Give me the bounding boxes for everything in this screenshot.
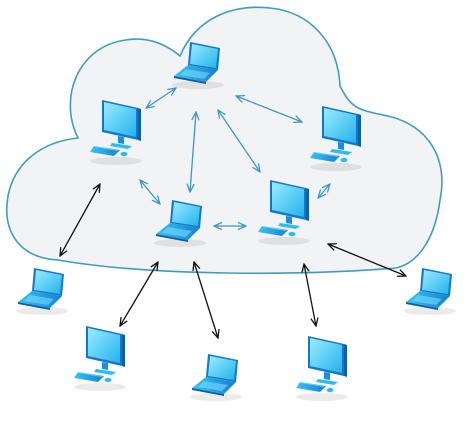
link-center-laptop-outside-bottom-center-laptop <box>194 262 218 338</box>
link-center-right-desktop-outside-bottom-right-desktop <box>304 264 316 326</box>
link-top-laptop-center-laptop <box>190 112 196 192</box>
link-center-laptop-outside-bottom-left-desktop <box>120 262 158 326</box>
links-cloud <box>140 88 330 226</box>
laptop-icon <box>190 354 242 401</box>
link-center-right-desktop-outside-right-laptop <box>328 244 406 276</box>
link-top-laptop-center-right-desktop <box>218 110 260 172</box>
links-external <box>60 184 406 338</box>
laptop-icon <box>404 268 456 315</box>
desktop-icon <box>74 326 126 391</box>
desktop-icon <box>296 336 348 401</box>
link-right-desktop-center-right-desktop <box>318 184 330 198</box>
link-top-laptop-right-desktop <box>236 96 302 122</box>
link-left-desktop-center-laptop <box>140 180 160 204</box>
link-top-laptop-left-desktop <box>146 88 176 108</box>
laptop-icon <box>16 268 68 315</box>
link-left-desktop-outside-left-laptop <box>60 184 100 256</box>
